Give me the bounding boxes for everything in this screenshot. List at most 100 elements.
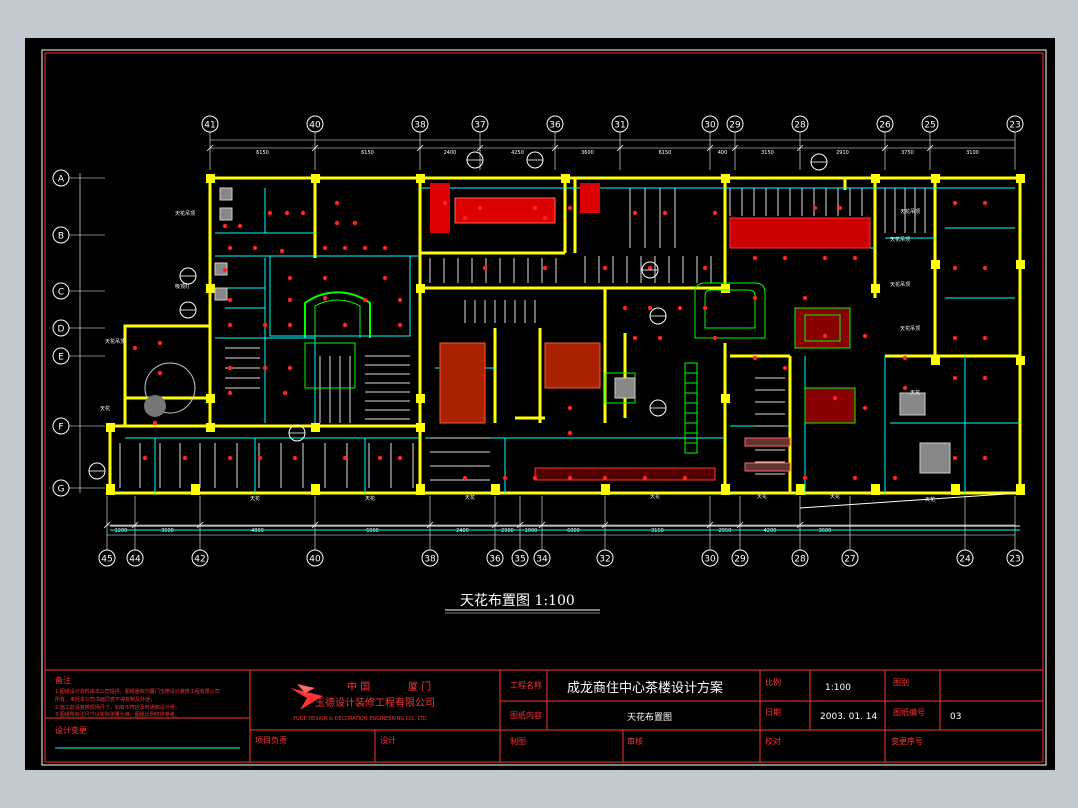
axis-left-F-label: F [58, 423, 63, 433]
title-block: 备注 1.图纸设计资料由本公司提供，图纸版权归厦门玉德设计装修工程有限公司 所有… [44, 669, 1044, 763]
downlight [279, 248, 285, 254]
axis-bottom-34: 34 [533, 549, 551, 567]
project-label: 工程名称 [510, 680, 542, 690]
downlight [862, 333, 868, 339]
callout-marker [810, 153, 828, 171]
downlight [602, 475, 608, 481]
downlight [382, 245, 388, 251]
axis-bottom-30: 30 [701, 549, 719, 567]
plan-labels: 天花吊顶 吸顶灯 天花吊顶 天花 天花吊顶 天花吊顶 天花吊顶 天花吊顶 天花 … [100, 208, 935, 503]
svg-text:天花吊顶: 天花吊顶 [900, 208, 920, 215]
downlight [532, 475, 538, 481]
svg-text:吸顶灯: 吸顶灯 [175, 283, 190, 290]
content-value: 天花布置图 [627, 711, 672, 723]
downlight [982, 265, 988, 271]
downlight [892, 475, 898, 481]
date-value: 2003. 01. 14 [820, 712, 878, 722]
axis-bottom-40-label: 40 [309, 555, 321, 565]
svg-text:天花吊顶: 天花吊顶 [105, 338, 125, 345]
scale-value: 1:100 [825, 683, 851, 693]
axis-left-B: B [52, 226, 70, 244]
detail-callouts [88, 151, 828, 480]
downlight [782, 365, 788, 371]
svg-text:天花: 天花 [910, 389, 920, 396]
number-value: 03 [950, 712, 961, 722]
downlight [952, 200, 958, 206]
downlight [377, 455, 383, 461]
dim-top-2: 2400 [444, 150, 457, 156]
svg-text:天花吊顶: 天花吊顶 [175, 210, 195, 217]
downlight [862, 405, 868, 411]
axis-top-28: 28 [791, 115, 809, 133]
axis-bottom-24: 24 [956, 549, 974, 567]
downlight [852, 475, 858, 481]
review-label: 审核 [627, 736, 643, 746]
axis-bottom-35: 35 [511, 549, 529, 567]
callout-marker [649, 399, 667, 417]
axis-top-38-label: 38 [414, 121, 426, 131]
dim-top-0: 6150 [256, 150, 269, 156]
dim-bottom-0: 1200 [115, 528, 128, 534]
downlight [257, 455, 263, 461]
company-name-cn: 玉德设计装修工程有限公司 [315, 696, 435, 709]
axis-bottom-28-label: 28 [794, 555, 806, 565]
axis-top-41: 41 [201, 115, 219, 133]
axis-top-31: 31 [611, 115, 629, 133]
sheet-label: 图别 [893, 678, 909, 687]
downlight [952, 375, 958, 381]
dim-top-4: 3600 [581, 150, 594, 156]
date-label: 日期 [765, 708, 781, 717]
svg-text:天花吊顶: 天花吊顶 [890, 236, 910, 243]
dim-top-5: 6150 [659, 150, 672, 156]
axis-left-E-label: E [58, 353, 64, 363]
downlight [182, 455, 188, 461]
downlight [227, 365, 233, 371]
lead-label: 项目负责 [255, 735, 287, 745]
axis-top-23: 23 [1006, 115, 1024, 133]
downlight [952, 455, 958, 461]
downlight [362, 297, 368, 303]
dim-bottom-10: 4200 [764, 528, 777, 534]
downlight [982, 375, 988, 381]
content-label: 图纸内容 [510, 710, 542, 720]
downlight [252, 245, 258, 251]
axis-top-37-label: 37 [474, 121, 485, 131]
downlight [702, 305, 708, 311]
downlight [602, 265, 608, 271]
dim-bottom-4: 2400 [456, 528, 469, 534]
downlight [657, 335, 663, 341]
downlight [802, 295, 808, 301]
axis-bottom-35-label: 35 [514, 555, 525, 565]
check-label: 校对 [765, 736, 781, 746]
downlight [132, 345, 138, 351]
axis-top-25-label: 25 [924, 121, 935, 131]
svg-text:天花: 天花 [650, 493, 660, 500]
axis-top-31-label: 31 [614, 121, 625, 131]
downlight [342, 455, 348, 461]
outer-border [41, 49, 1047, 766]
dim-top-6: 400 [718, 150, 728, 156]
downlight [287, 297, 293, 303]
inner-border [44, 52, 1044, 763]
svg-text:天花: 天花 [365, 495, 375, 502]
company-name-en: YUDE DESIGN & DECORATION ENGINEERING CO.… [292, 716, 429, 722]
downlight [567, 475, 573, 481]
downlight [647, 265, 653, 271]
axis-bottom-44: 44 [126, 549, 144, 567]
downlight [334, 200, 340, 206]
downlight [282, 390, 288, 396]
axis-bottom-45-label: 45 [101, 555, 112, 565]
dim-top-8: 2910 [836, 150, 849, 156]
axis-top-30-label: 30 [704, 121, 716, 131]
axis-top-29: 29 [726, 115, 744, 133]
downlight [902, 355, 908, 361]
downlight [837, 205, 843, 211]
project-name: 成龙商住中心茶楼设计方案 [567, 680, 723, 696]
svg-text:天花: 天花 [757, 493, 767, 500]
downlight [262, 322, 268, 328]
callout-marker [179, 301, 197, 319]
downlight [157, 370, 163, 376]
downlight [632, 210, 638, 216]
